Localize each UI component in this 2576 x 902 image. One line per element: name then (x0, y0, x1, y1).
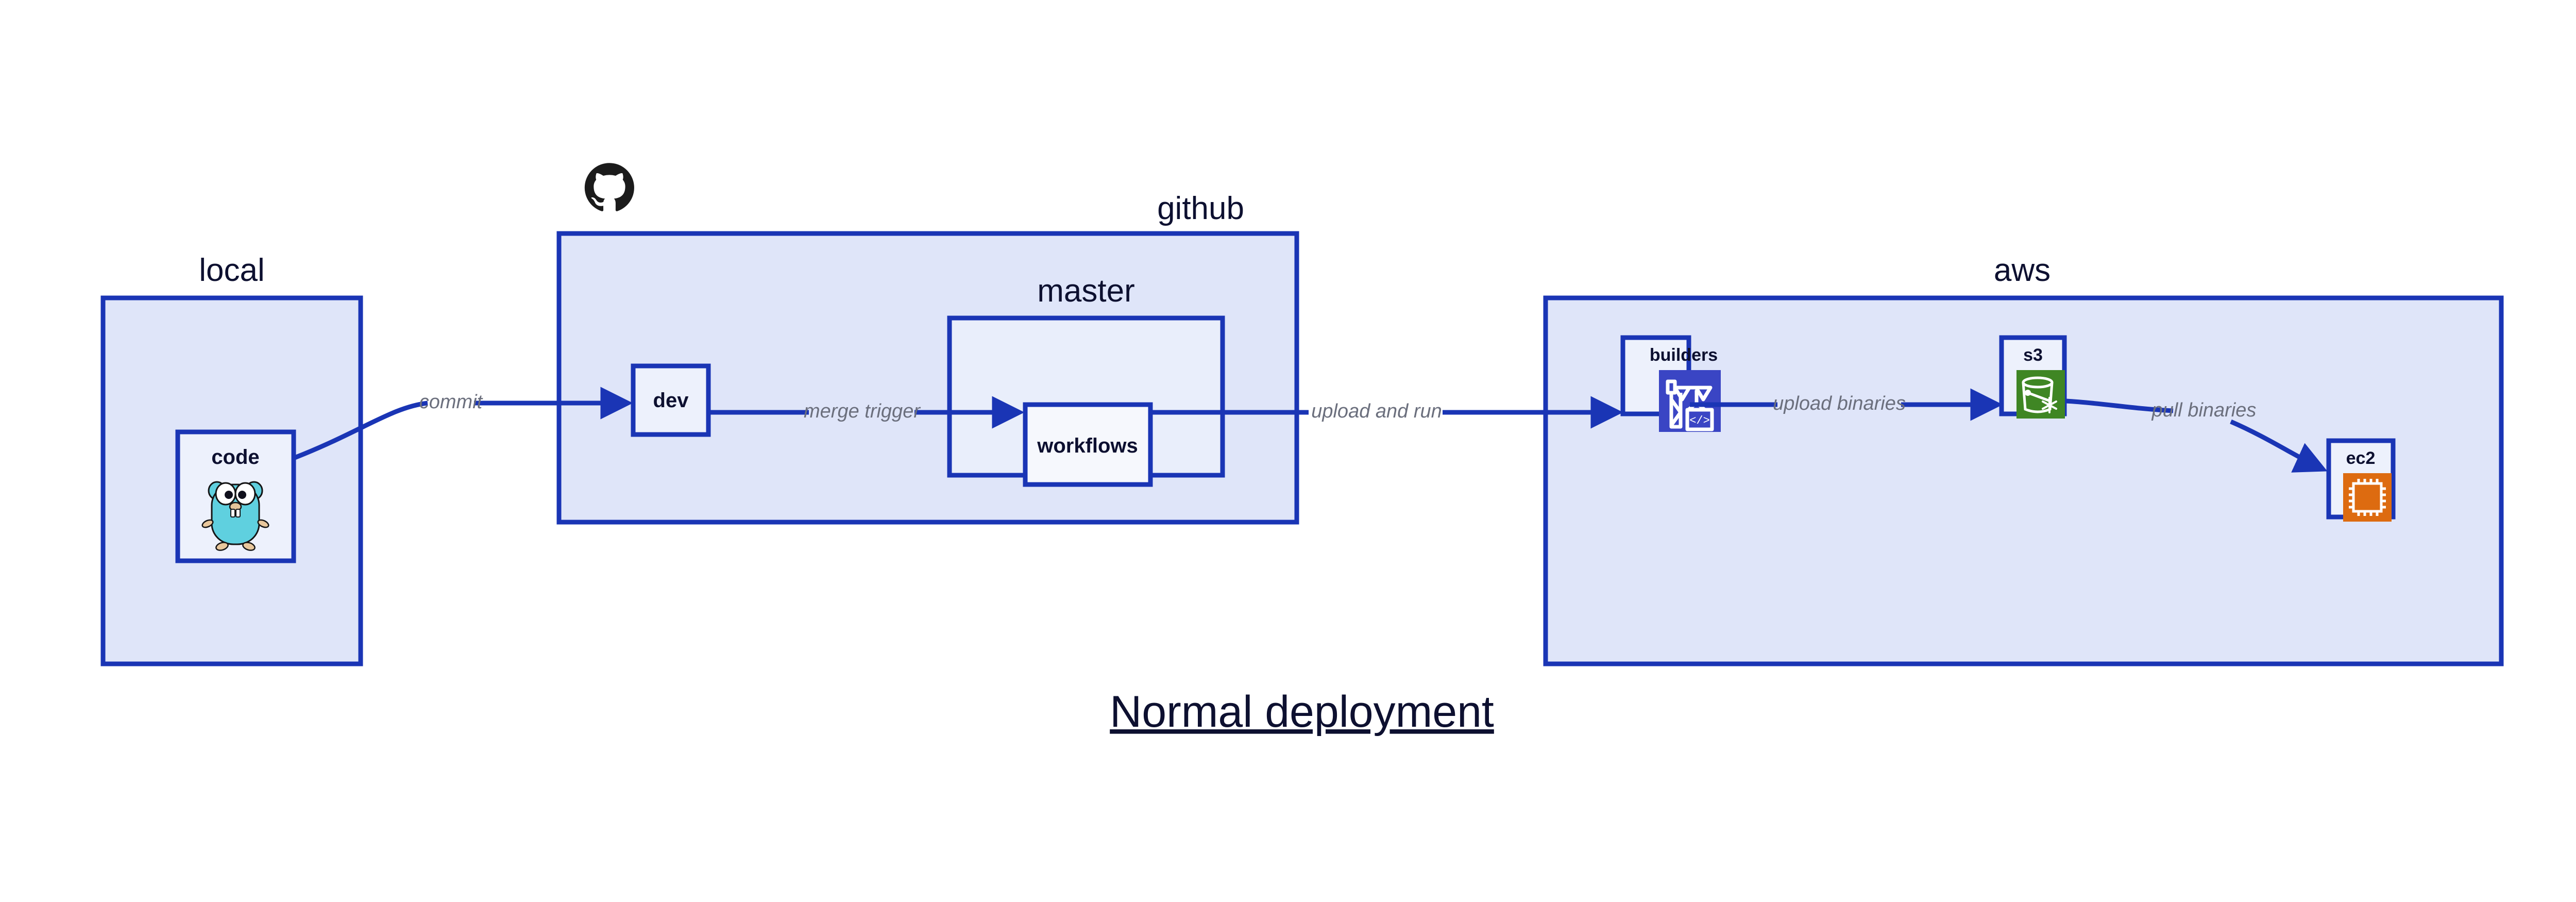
group-label-aws: aws (1994, 253, 2050, 288)
node-ec2[interactable]: ec2 (2326, 438, 2396, 522)
github-icon (584, 163, 634, 211)
group-label-master: master (1037, 273, 1134, 309)
codebuild-code-glyph: </> (1689, 414, 1710, 427)
node-box-workflows[interactable] (1023, 402, 1153, 487)
group-label-local: local (199, 253, 265, 288)
node-label-dev: dev (653, 389, 689, 412)
page-title: Normal deployment (1110, 687, 1494, 737)
node-label-workflows: workflows (1037, 435, 1138, 457)
node-code[interactable]: code (175, 429, 296, 563)
edge-label-merge-trigger: merge trigger (804, 400, 921, 422)
aws-codebuild-icon: </> (1659, 370, 1721, 432)
go-gopher-icon (201, 481, 269, 551)
edge-pull-binaries: pull binaries (2065, 398, 2328, 473)
node-label-ec2: ec2 (2346, 448, 2376, 468)
edge-label-upload-binaries: upload binaries (1773, 393, 1906, 414)
node-label-code: code (211, 446, 259, 469)
edge-merge-trigger: merge trigger (709, 396, 1025, 429)
node-label-s3: s3 (2023, 345, 2043, 365)
edge-commit: commit (294, 387, 633, 460)
node-workflows[interactable]: workflows (1023, 402, 1153, 487)
edge-upload-binaries: upload binaries (1690, 388, 2003, 421)
node-label-builders: builders (1650, 345, 1718, 365)
aws-s3-glacier-icon (2016, 370, 2065, 419)
node-box-dev[interactable] (631, 363, 711, 437)
edge-label-commit: commit (419, 391, 483, 413)
edge-upload-and-run: upload and run (1151, 396, 1623, 429)
group-label-github: github (1157, 191, 1244, 226)
aws-ec2-icon (2343, 473, 2392, 522)
node-s3[interactable]: s3 (1999, 335, 2067, 419)
edge-label-pull-binaries: pull binaries (2151, 399, 2257, 421)
node-dev[interactable]: dev (631, 363, 711, 437)
edge-label-upload-and-run: upload and run (1311, 400, 1442, 422)
node-builders[interactable]: builders </> (1620, 335, 1721, 432)
